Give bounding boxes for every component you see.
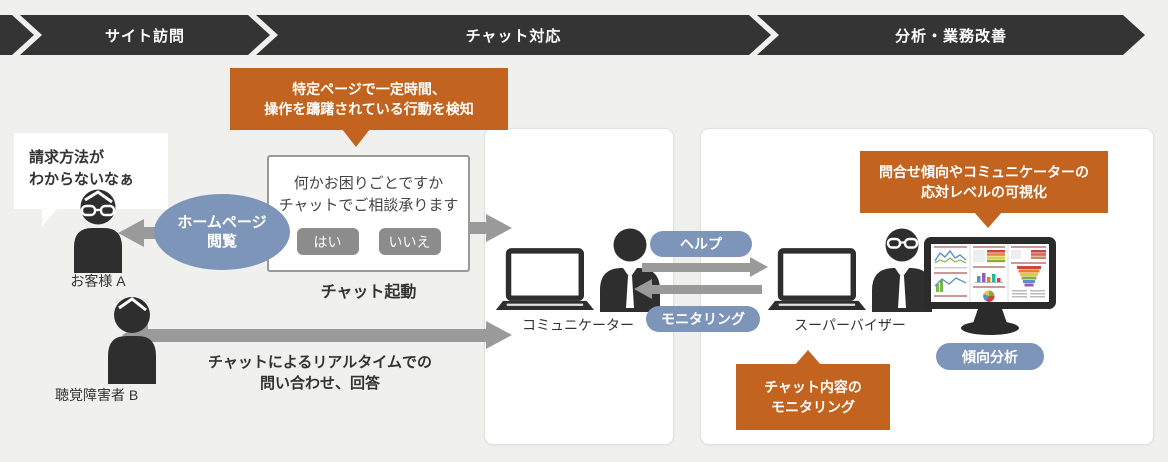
realtime-chat-label-line2: 問い合わせ、回答 [259, 375, 380, 392]
customer-b-icon [108, 297, 156, 384]
chat-dialog-line1: 何かお困りごとですか [293, 175, 444, 192]
detection-callout-tail [342, 129, 370, 147]
arrow-monitoring-head-icon [634, 279, 652, 299]
realtime-chat-label: チャットによるリアルタイムでの 問い合わせ、回答 [148, 352, 492, 394]
yes-button[interactable]: はい [296, 228, 359, 255]
monitoring-badge: モニタリング [646, 306, 760, 332]
monitoring-callout-line1: チャット内容の [764, 379, 862, 395]
homepage-badge-line2: 閲覧 [206, 233, 237, 250]
arrow-realtime-right-head-icon [486, 321, 512, 349]
communicator-label: コミュニケーター [522, 317, 634, 333]
speech-bubble-tail [42, 206, 60, 226]
detection-callout-line2: 操作を躊躇されている行動を検知 [264, 101, 474, 117]
speech-bubble-line1: 請求方法が [29, 149, 105, 166]
visualization-callout: 問合せ傾向やコミュニケーターの 応対レベルの可視化 [860, 151, 1108, 213]
chat-dialog-caption: チャット起動 [320, 284, 417, 301]
realtime-chat-label-line1: チャットによるリアルタイムでの [208, 354, 432, 371]
arrow-realtime-shaft [146, 329, 488, 342]
stage-chat-support: チャット対応 [256, 15, 771, 55]
detection-callout-line1: 特定ページで一定時間、 [292, 81, 446, 97]
no-button[interactable]: いいえ [378, 228, 441, 255]
supervisor-label: スーパーバイザー [794, 317, 906, 333]
stage-chat-support-label: チャット対応 [465, 27, 562, 45]
visualization-callout-line1: 問合せ傾向やコミュニケーターの [879, 164, 1089, 180]
monitoring-callout-tail [795, 350, 821, 365]
arrow-to-communicator-shaft [468, 222, 486, 234]
stage-site-visit: サイト訪問 [20, 15, 270, 55]
stage-analysis-label: 分析・業務改善 [894, 27, 1007, 45]
monitoring-callout-line2: モニタリング [771, 399, 855, 415]
customer-b-label: 聴覚障害者 B [55, 387, 139, 403]
visualization-callout-tail [974, 212, 1002, 228]
arrow-help-shaft [642, 263, 750, 272]
arrow-homepage-head-icon [118, 219, 144, 247]
homepage-badge-line1: ホームページ [177, 214, 267, 231]
speech-bubble-line2: わからないなぁ [29, 171, 135, 188]
arrow-monitoring-shaft [652, 285, 762, 294]
chat-dialog: 何かお困りごとですか チャットでご相談承ります はい いいえ [267, 155, 470, 272]
chat-dialog-line2: チャットでご相談承ります [278, 197, 459, 214]
help-badge: ヘルプ [650, 231, 752, 257]
customer-a-label: お客様 A [70, 273, 126, 289]
laptop-icon [495, 248, 594, 310]
detection-callout: 特定ページで一定時間、 操作を躊躇されている行動を検知 [230, 68, 508, 130]
stage-site-visit-label: サイト訪問 [104, 27, 185, 45]
supervisor-icon [872, 228, 932, 312]
visualization-callout-line2: 応対レベルの可視化 [921, 184, 1047, 200]
customer-a-icon [74, 189, 122, 273]
arrow-help-head-icon [750, 257, 768, 277]
trend-analysis-badge: 傾向分析 [936, 343, 1044, 370]
arrow-to-communicator-head-icon [486, 214, 512, 242]
stage-analysis: 分析・業務改善 [757, 15, 1145, 55]
supervisor-laptop-icon [767, 248, 866, 310]
dashboard-monitor-icon [924, 237, 1056, 335]
homepage-badge: ホームページ 閲覧 [154, 194, 290, 270]
monitoring-callout: チャット内容の モニタリング [736, 364, 890, 430]
